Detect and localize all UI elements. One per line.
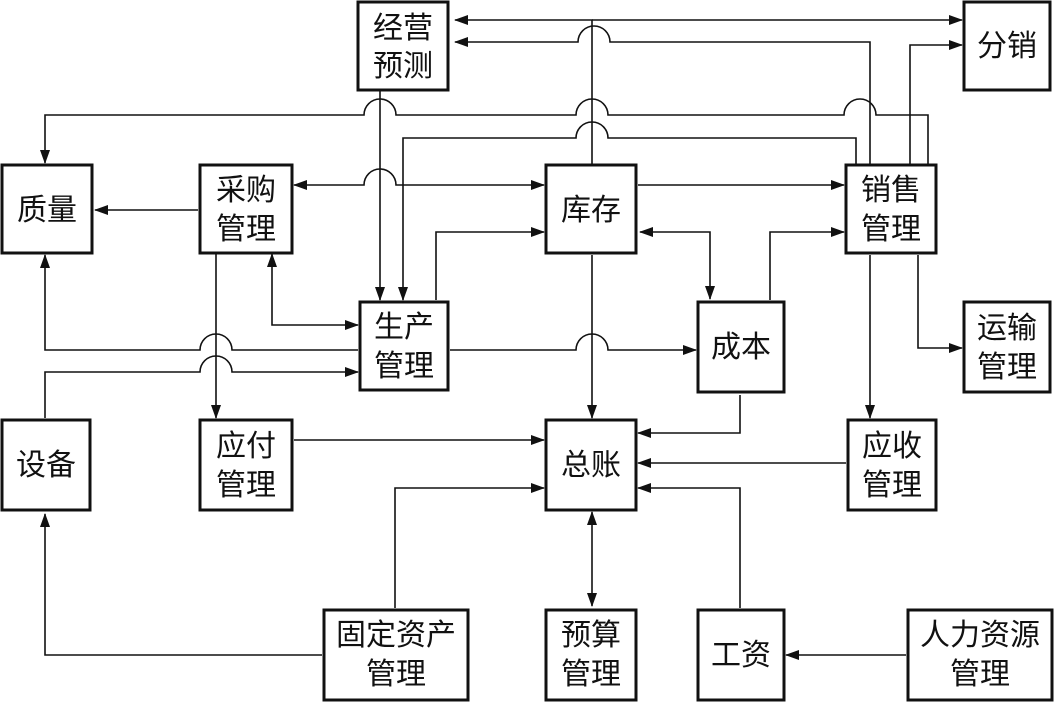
svg-text:管理: 管理 <box>374 349 434 384</box>
edge-purchase-production <box>267 253 359 330</box>
svg-text:经营: 经营 <box>373 11 433 46</box>
edge-wages-ledger <box>637 483 741 608</box>
node-kucun: 库存 <box>544 163 638 255</box>
svg-text:管理: 管理 <box>216 212 276 247</box>
edge-purchase-inventory <box>293 168 545 190</box>
svg-text:管理: 管理 <box>977 350 1037 385</box>
edge-sales-quality <box>40 98 929 165</box>
node-yingshou-guanli: 应收 管理 <box>846 418 938 512</box>
svg-text:采购: 采购 <box>216 173 276 208</box>
svg-text:应收: 应收 <box>862 429 922 464</box>
svg-text:销售: 销售 <box>861 173 921 208</box>
svg-text:管理: 管理 <box>366 657 426 692</box>
node-shebei: 设备 <box>0 418 92 512</box>
node-caigou-guanli: 采购 管理 <box>198 163 294 255</box>
svg-text:管理: 管理 <box>861 212 921 247</box>
node-yunshu-guanli: 运输 管理 <box>962 300 1052 394</box>
svg-text:人力资源: 人力资源 <box>920 618 1040 653</box>
node-gongzi: 工资 <box>696 608 786 702</box>
edge-fixedassets-ledger <box>394 483 545 608</box>
edge-sales-forecast <box>454 25 871 165</box>
node-yusuan-guanli: 预算 管理 <box>544 608 638 702</box>
svg-text:分销: 分销 <box>977 29 1037 64</box>
edge-production-quality <box>40 254 358 351</box>
svg-text:工资: 工资 <box>711 638 771 673</box>
node-zhiliang: 质量 <box>0 163 94 255</box>
node-guding-zichan-guanli: 固定资产 管理 <box>322 608 470 702</box>
node-zongzhang: 总账 <box>544 418 638 512</box>
edge-cost-ledger <box>637 395 741 438</box>
svg-text:设备: 设备 <box>16 448 76 483</box>
node-jingying-yuce: 经营 预测 <box>356 0 450 92</box>
node-renli-ziyuan-guanli: 人力资源 管理 <box>906 608 1054 702</box>
svg-text:库存: 库存 <box>561 193 621 228</box>
svg-text:运输: 运输 <box>977 311 1037 346</box>
edge-inventory-cost <box>639 227 715 300</box>
svg-text:管理: 管理 <box>561 657 621 692</box>
node-fenxiao: 分销 <box>962 0 1052 92</box>
svg-text:固定资产: 固定资产 <box>336 618 456 653</box>
svg-text:管理: 管理 <box>862 468 922 503</box>
svg-text:质量: 质量 <box>17 193 77 228</box>
svg-text:预测: 预测 <box>373 49 433 84</box>
node-xiaoshou-guanli: 销售 管理 <box>844 163 938 255</box>
svg-text:管理: 管理 <box>216 468 276 503</box>
edge-sales-production <box>398 121 857 301</box>
svg-text:成本: 成本 <box>711 330 771 365</box>
svg-text:生产: 生产 <box>374 310 434 345</box>
node-chengben: 成本 <box>696 300 786 394</box>
svg-text:应付: 应付 <box>216 429 276 464</box>
edge-production-cost <box>450 333 697 355</box>
edge-production-inventory <box>435 227 545 300</box>
edge-equipment-production <box>44 355 359 418</box>
svg-text:预算: 预算 <box>561 618 621 653</box>
edge-sales-distribution <box>909 40 963 165</box>
svg-text:管理: 管理 <box>950 657 1010 692</box>
node-shengchan-guanli: 生产 管理 <box>358 300 450 392</box>
edge-fixedassets-equipment <box>40 513 322 656</box>
svg-text:总账: 总账 <box>561 448 621 483</box>
node-yingfu-guanli: 应付 管理 <box>198 418 294 512</box>
edge-cost-sales <box>769 227 845 300</box>
edge-sales-transport <box>917 255 963 353</box>
